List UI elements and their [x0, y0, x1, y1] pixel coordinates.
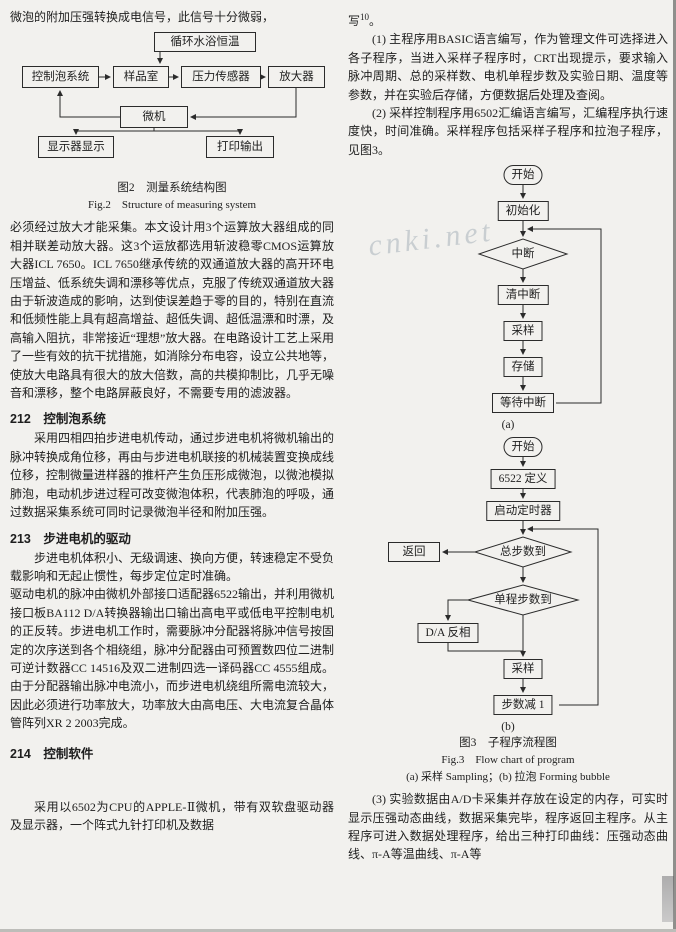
footnote-ref: 10: [360, 12, 370, 22]
cont-text: 写: [348, 14, 361, 28]
amplifier-paragraph: 必须经过放大才能采集。本文设计用3个运算放大器组成的同相并联差动放大器。这3个运…: [10, 220, 335, 401]
flowchart-sampling: 开始 初始化 中断 清中断 采样 存储 等待中断: [348, 165, 670, 417]
flowchart-b-connectors: [442, 457, 599, 706]
flowchart-a-connectors: [477, 185, 602, 404]
continuation-word: 写10。: [348, 8, 668, 30]
flow-a-sample-node: 采样: [503, 321, 543, 342]
item1-main-program: (1) 主程序用BASIC语言编写，作为管理文件可选择进入各子程序，当进入采样子…: [348, 32, 668, 102]
stepper-motor-paragraph-1: 步进电机体积小、无级调速、换向方便，转速稳定不受负载影响和无起止惯性，每步定位定…: [10, 550, 335, 583]
bubble-control-box: 控制泡系统: [22, 66, 99, 89]
flow-b-timer-node: 启动定时器: [486, 501, 560, 522]
left-column: 微泡的附加压强转换成电信号，此信号十分微弱， 循环水浴恒温: [10, 8, 334, 834]
flow-a-store-node: 存储: [503, 357, 543, 378]
item2-sampling-program: (2) 采样控制程序用6502汇编语言编写，汇编程序执行速度快，时间准确。采样程…: [348, 106, 668, 157]
flow-b-return-node: 返回: [388, 542, 440, 563]
fig3-caption-en: Fig.3 Flow chart of program: [441, 754, 575, 767]
water-bath-box: 循环水浴恒温: [154, 32, 256, 53]
print-output-box: 打印输出: [206, 136, 274, 159]
fig2-block-diagram: 循环水浴恒温 控制泡系统 样品室 压力传感器 放大器 微机 显示器显示 打印输出: [10, 30, 334, 178]
flow-a-init-node: 初始化: [497, 201, 549, 222]
cont-period: 。: [369, 14, 382, 28]
sample-chamber-box: 样品室: [113, 66, 169, 89]
flow-b-sample-node: 采样: [503, 659, 543, 680]
flow-a-interrupt-decision: 中断: [511, 248, 535, 261]
flow-b-start-node: 开始: [503, 437, 543, 458]
flow-b-total-steps-decision: 总步数到: [500, 546, 546, 559]
item3-experiment-data: (3) 实验数据由A/D卡采集并存放在设定的内存，可实时显示压强动态曲线，数据采…: [348, 792, 668, 862]
amplifier-box: 放大器: [268, 66, 325, 89]
section-heading-213: 213 步进电机的驱动: [10, 531, 131, 546]
flowchart-forming-bubble: 开始 6522 定义 启动定时器 总步数到 返回 单程步数到 D/A 反相 采样…: [348, 437, 670, 719]
fig2-caption-en: Fig.2 Structure of measuring system: [87, 199, 257, 212]
scan-edge-right: [673, 0, 676, 932]
flow-a-wait-node: 等待中断: [492, 393, 554, 414]
display-output-box: 显示器显示: [38, 136, 114, 159]
fig3-caption-sub: (a) 采样 Sampling；(b) 拉泡 Forming bubble: [406, 771, 610, 784]
flow-b-step-minus-node: 步数减 1: [493, 695, 553, 716]
stepper-motor-paragraph-2: 驱动电机的脉冲由微机外部接口适配器6522输出，并利用微机接口板BA112 D/…: [10, 587, 335, 731]
scan-smudge: [662, 876, 674, 922]
fig3-caption-cn: 图3 子程序流程图: [459, 737, 557, 750]
right-column: 写10。 (1) 主程序用BASIC语言编写，作为管理文件可选择进入各子程序，当…: [348, 8, 668, 864]
flow-b-da-invert-node: D/A 反相: [417, 623, 479, 644]
flow-b-define-node: 6522 定义: [490, 469, 556, 490]
fig2-caption-cn: 图2 测量系统结构图: [117, 182, 227, 195]
flow-b-label: (b): [501, 721, 515, 734]
scan-edge-bottom: [0, 929, 676, 932]
pressure-sensor-box: 压力传感器: [181, 66, 261, 89]
control-software-paragraph: 采用以6502为CPU的APPLE-Ⅱ微机，带有双软盘驱动器及显示器，一个阵式九…: [10, 799, 334, 832]
bubble-control-paragraph: 采用四相四拍步进电机传动，通过步进电机将微机输出的脉冲转换成角位移，再由与步进电…: [10, 431, 335, 520]
flow-a-start-node: 开始: [503, 165, 543, 186]
microcomputer-box: 微机: [120, 106, 188, 129]
flow-b-single-steps-decision: 单程步数到: [494, 594, 552, 607]
flow-a-clear-node: 清中断: [497, 285, 549, 306]
fig2-connectors: [57, 52, 297, 136]
flow-a-label: (a): [501, 419, 515, 432]
section-heading-212: 212 控制泡系统: [10, 412, 106, 427]
continuation-paragraph: 微泡的附加压强转换成电信号，此信号十分微弱，: [10, 10, 275, 24]
section-heading-214: 214 控制软件: [10, 746, 94, 761]
